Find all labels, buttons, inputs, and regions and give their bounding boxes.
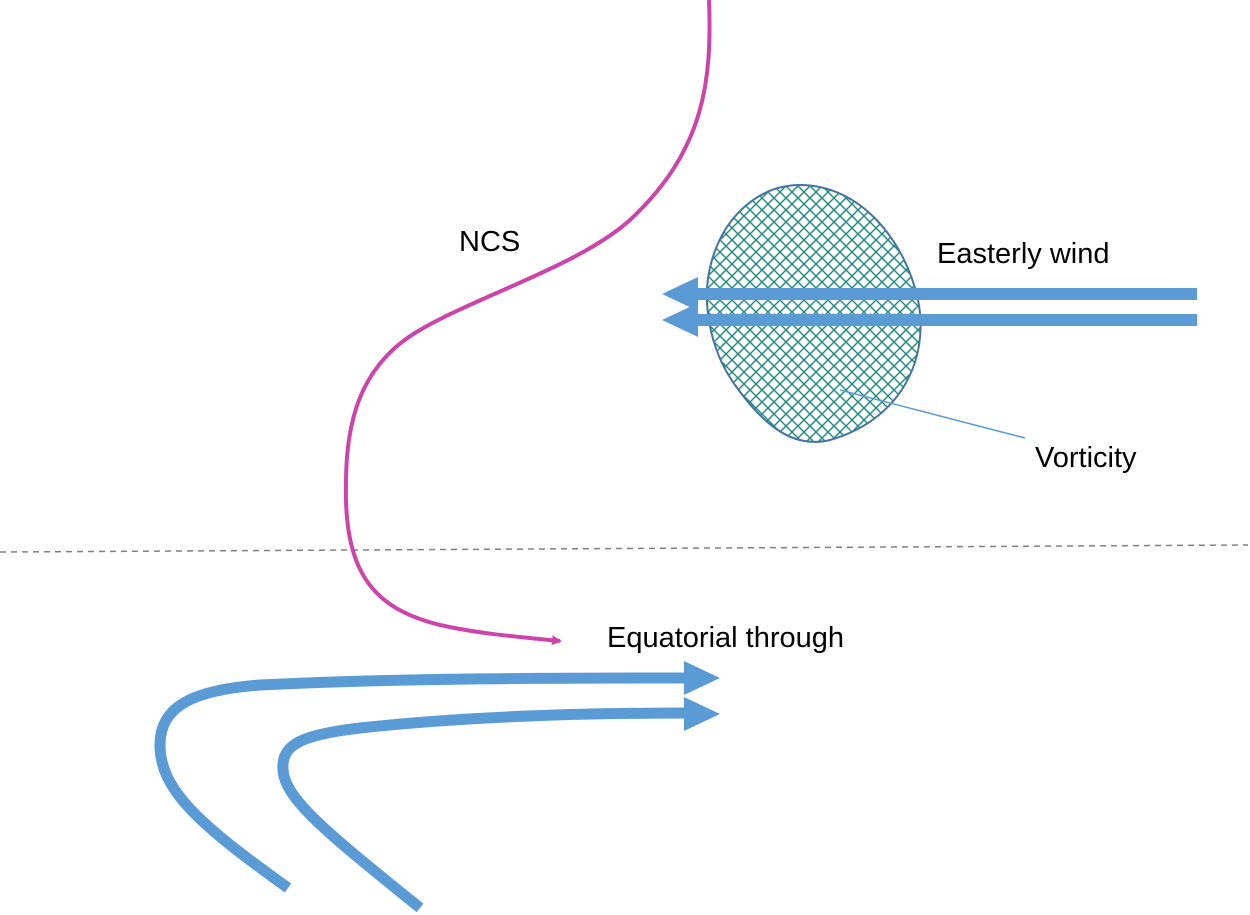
ncs-curve bbox=[343, 0, 712, 646]
easterly-arrow-shaft-2 bbox=[695, 314, 1197, 326]
vorticity-region bbox=[706, 183, 922, 443]
equatorial-arrow-2-shaft bbox=[277, 707, 691, 913]
equatorial-arrow-1-head bbox=[684, 661, 720, 695]
equator-dashed-line bbox=[0, 544, 1249, 553]
vorticity-leader-line bbox=[839, 389, 1026, 439]
equatorial-flow-arrows bbox=[154, 672, 691, 913]
easterly-wind-arrows bbox=[662, 277, 1197, 337]
ncs-label: NCS bbox=[459, 226, 521, 258]
vorticity-label: Vorticity bbox=[1035, 442, 1137, 474]
easterly-arrow-head-2 bbox=[662, 303, 698, 337]
easterly-arrow-head-1 bbox=[662, 277, 698, 311]
equatorial-arrow-1-shaft bbox=[154, 672, 691, 893]
equatorial-arrow-2-head bbox=[684, 697, 720, 731]
equatorial-trough-label: Equatorial through bbox=[607, 622, 844, 654]
easterly-wind-label: Easterly wind bbox=[937, 238, 1110, 270]
easterly-arrow-shaft-1 bbox=[695, 288, 1197, 300]
